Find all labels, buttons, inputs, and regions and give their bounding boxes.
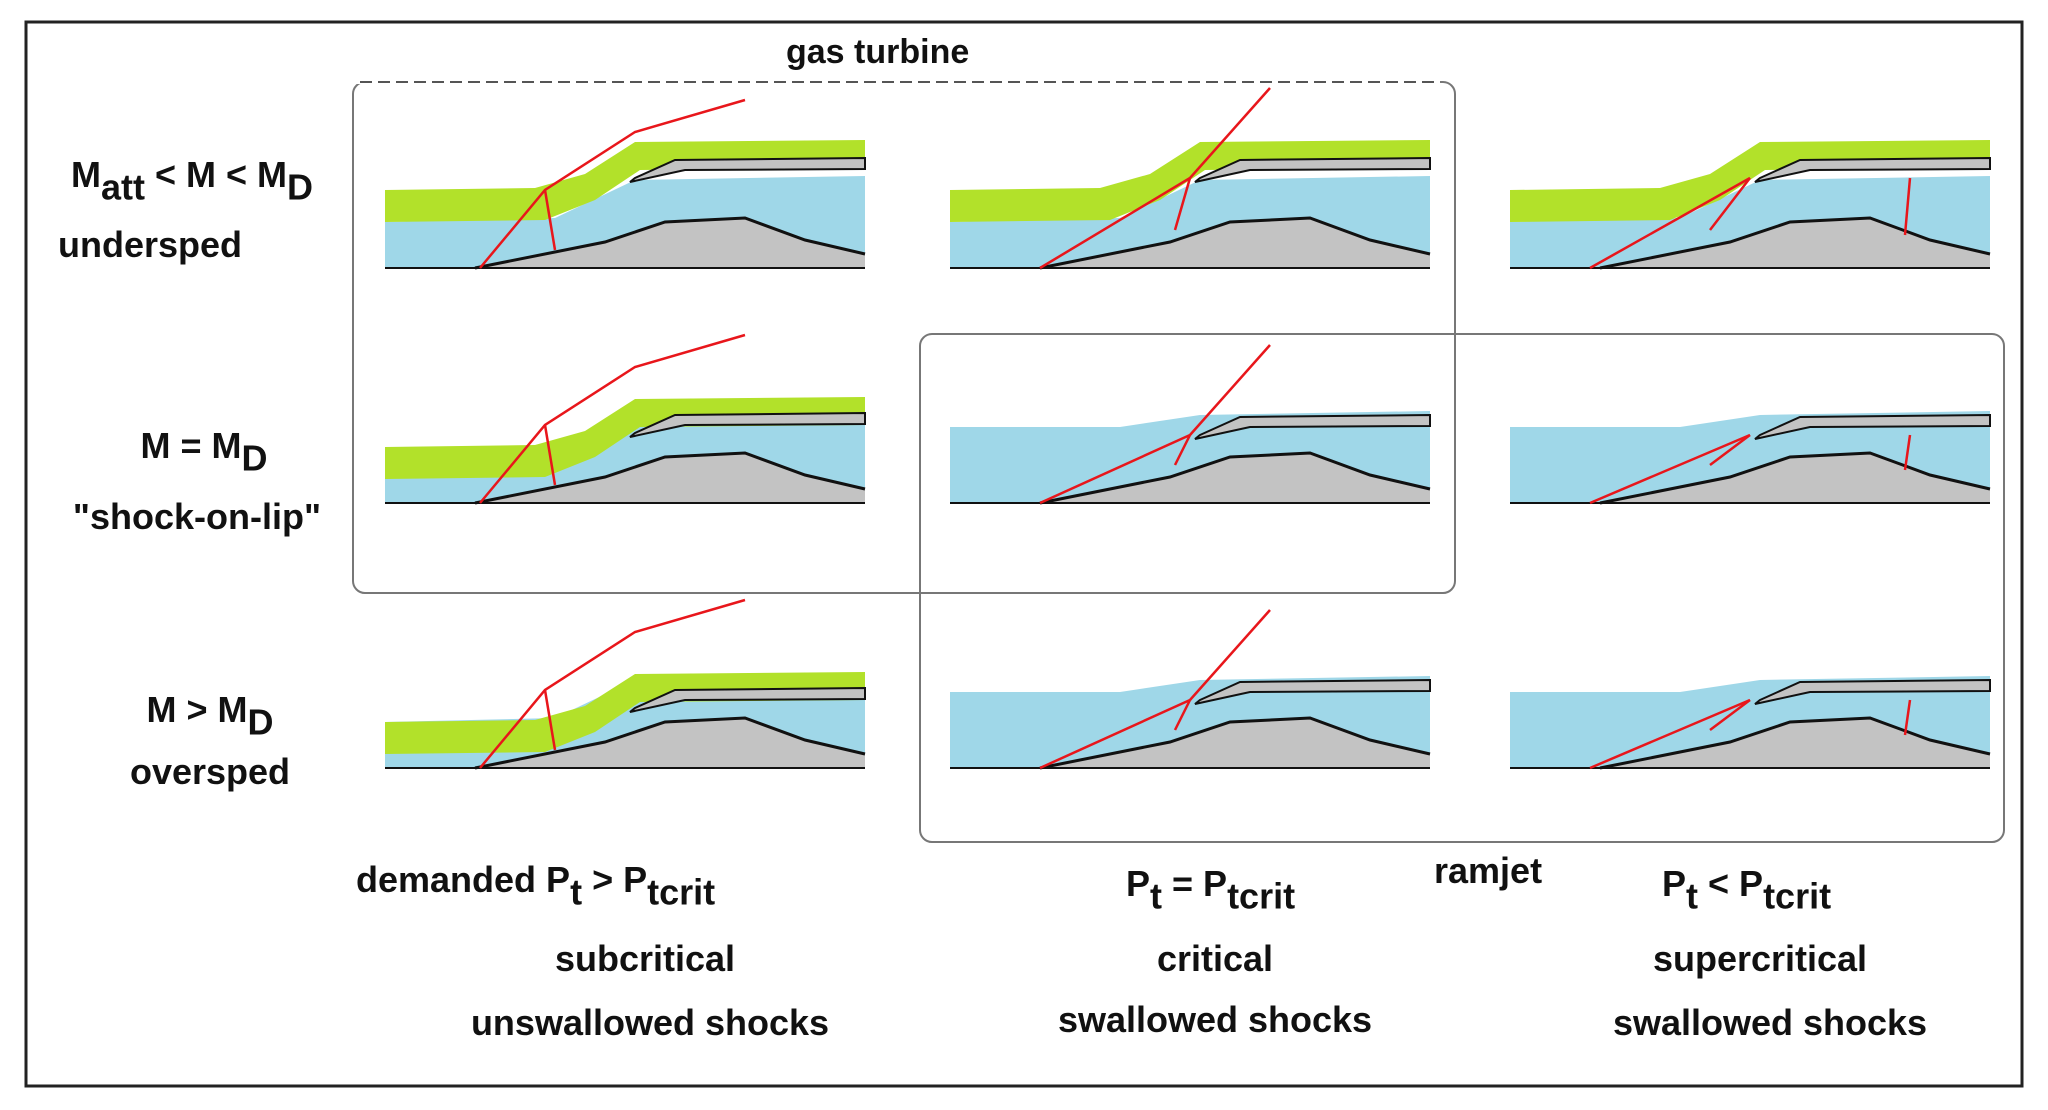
shock-wave [1589,176,1751,270]
shock-wave [1903,434,1912,471]
centerbody-outline [474,451,866,505]
centerbody-outline [1039,716,1431,770]
intake-panel-oversped-supercritical [1510,676,1991,770]
shock-wave [1189,344,1271,436]
row-label-undersped: Matt < M < MD undersped [52,157,332,263]
shock-wave [1173,177,1192,231]
centerbody [1040,718,1430,768]
shock-wave [1173,699,1192,731]
centerbody [1600,218,1990,268]
column-name-supercritical: supercritical [1652,938,1868,979]
row-condition-shock-on-lip: M = MD [140,425,268,479]
shock-wave [1709,699,1751,731]
intake-panel-shock-on-lip-critical [950,344,1431,505]
cowl-lip [1754,413,1991,440]
column-label-critical: Pt = Ptcrit [1126,863,1296,917]
column-name-critical: critical [1156,938,1274,979]
centerbody-outline [1599,451,1991,505]
ramjet-box [919,333,2005,843]
row-name-shock-on-lip: "shock-on-lip" [72,496,322,537]
column-condition-supercritical: Pt < Ptcrit [1662,863,1832,917]
shock-wave [1589,698,1751,770]
centerbody-outline [1039,451,1431,505]
row-name-oversped: oversped [129,751,291,792]
cowl-lip [1754,156,1991,183]
shock-wave [479,333,746,504]
shock-wave [1039,176,1191,270]
shock-wave [479,598,746,769]
cowl-lip [629,411,866,438]
cowl-lip [1754,678,1991,705]
shock-wave [1903,177,1912,236]
cowl-lip [629,686,866,713]
centerbody [475,453,865,503]
shock-wave [543,689,557,751]
centerbody [1600,453,1990,503]
shock-wave [1173,434,1192,466]
gas-turbine-label: gas turbine [786,33,970,71]
row-condition-undersped: Matt < M < MD [70,154,314,208]
shock-wave [1709,177,1751,231]
shock-wave [1709,434,1751,466]
centerbody-outline [1599,716,1991,770]
centerbody [475,218,865,268]
intake-panel-oversped-subcritical [385,598,866,770]
centerbody [1600,718,1990,768]
shock-wave [1189,87,1271,179]
column-name-subcritical: subcritical [554,938,736,979]
shock-wave [1039,698,1191,770]
row-label-oversped: M > MD oversped [120,692,300,790]
shock-wave [1189,609,1271,701]
cowl-lip [1194,156,1431,183]
centerbody-outline [1039,216,1431,270]
intake-panel-oversped-critical [950,609,1431,770]
shock-wave [479,98,746,269]
intake-panel-undersped-subcritical [385,98,866,270]
centerbody-outline [474,216,866,270]
shock-wave [1903,699,1912,736]
column-label-supercritical: Pt < Ptcrit [1662,863,1832,917]
cowl-lip [1194,413,1431,440]
shock-wave [1589,433,1751,505]
intake-panel-shock-on-lip-supercritical [1510,411,1991,505]
intake-panel-undersped-supercritical [1510,140,1991,270]
centerbody [1040,218,1430,268]
row-label-shock-on-lip: M = MD "shock-on-lip" [52,428,342,535]
column-shocks-subcritical: unswallowed shocks [470,1002,830,1043]
column-shocks-supercritical: swallowed shocks [1612,1002,1928,1043]
row-condition-oversped: M > MD [146,689,274,743]
centerbody [1040,453,1430,503]
shock-wave [543,424,557,486]
column-shocks-critical: swallowed shocks [1057,999,1373,1040]
shock-wave [1039,433,1191,505]
shock-wave [543,189,557,251]
centerbody [475,718,865,768]
cowl-lip [629,156,866,183]
ramjet-label: ramjet [1434,850,1543,891]
column-condition-subcritical: demanded Pt > Ptcrit [356,859,716,913]
column-condition-critical: Pt = Ptcrit [1126,863,1296,917]
centerbody-outline [474,716,866,770]
row-name-undersped: undersped [58,224,243,265]
cowl-lip [1194,678,1431,705]
outer-border [24,20,2024,1088]
column-label-subcritical: demanded Pt > Ptcrit [356,859,716,913]
intake-panel-shock-on-lip-subcritical [385,333,866,505]
intake-panel-undersped-critical [950,87,1431,270]
centerbody-outline [1599,216,1991,270]
